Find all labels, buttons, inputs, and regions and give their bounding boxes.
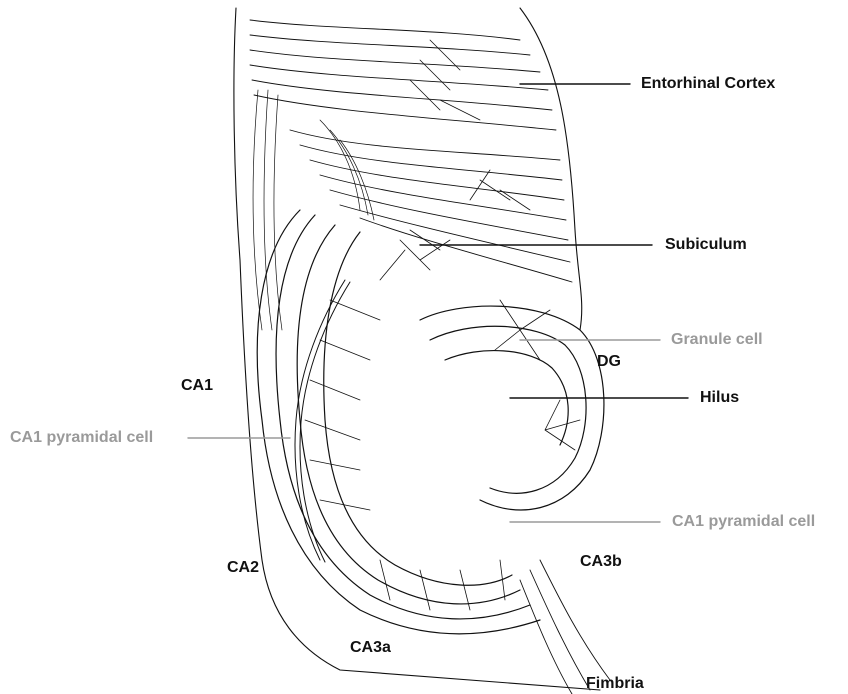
label-subiculum: Subiculum	[665, 237, 747, 253]
label-ca1-pyramidal-left: CA1 pyramidal cell	[10, 430, 153, 446]
label-hilus: Hilus	[700, 390, 739, 406]
label-ca3a: CA3a	[350, 640, 391, 656]
dendrites	[305, 40, 580, 610]
label-ca1-pyramidal-right: CA1 pyramidal cell	[672, 514, 815, 530]
stippled-layer	[253, 90, 374, 330]
label-entorhinal-cortex: Entorhinal Cortex	[641, 76, 775, 92]
outer-boundary	[234, 8, 600, 690]
label-ca2: CA2	[227, 560, 259, 576]
leader-lines	[188, 84, 688, 522]
label-granule-cell: Granule cell	[671, 332, 763, 348]
label-ca1: CA1	[181, 378, 213, 394]
label-dg: DG	[597, 354, 621, 370]
pyramidal-layer	[295, 280, 350, 562]
entorhinal-fibers	[250, 20, 572, 282]
fimbria-lines	[520, 560, 610, 694]
label-fimbria: Fimbria	[586, 676, 644, 692]
label-ca3b: CA3b	[580, 554, 622, 570]
ca-curve	[257, 210, 540, 634]
drawing-layer	[188, 8, 688, 694]
